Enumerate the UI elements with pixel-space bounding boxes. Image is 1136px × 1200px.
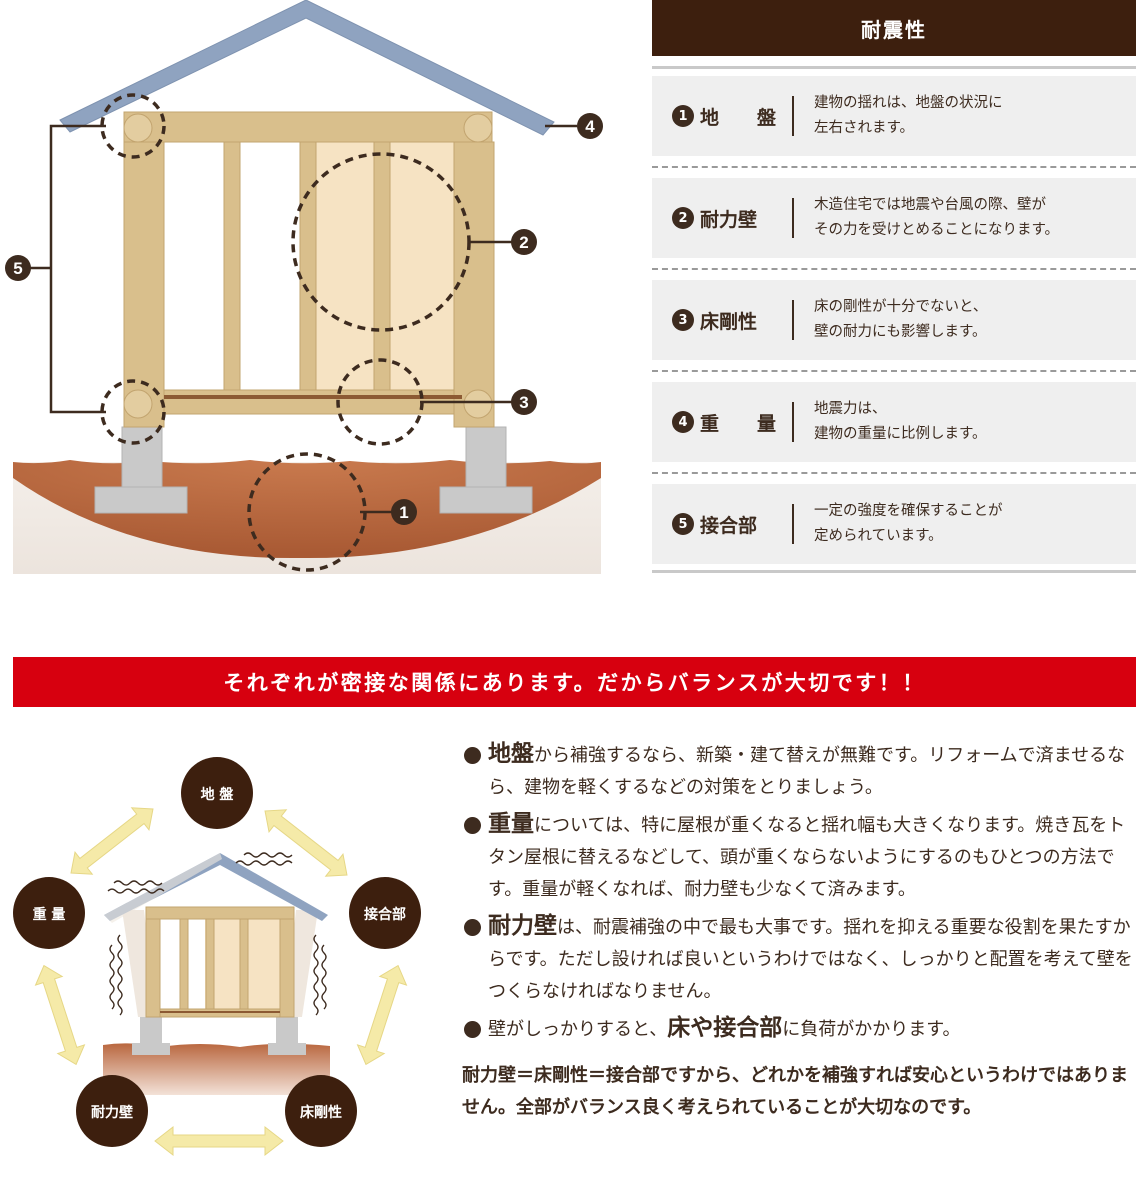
factor-label: 床剛性 (700, 310, 758, 333)
divider (792, 504, 794, 544)
factor-number: 3 (672, 309, 694, 331)
factor-number: 5 (672, 513, 694, 535)
divider (792, 96, 794, 136)
svg-text:5: 5 (13, 259, 22, 278)
factor-row-bearing-wall: 2 耐力壁 木造住宅では地震や台風の際、壁が その力を受けとめることになります。 (652, 178, 1136, 258)
summary-text: 耐力壁＝床剛性＝接合部ですから、どれかを補強すれば安心というわけではありません。… (462, 1065, 1128, 1118)
factor-description: 床の剛性が十分でないと、 壁の耐力にも影響します。 (814, 299, 988, 340)
point-ground: 地盤から補強するなら、新築・建て替えが無難です。リフォームで済ませるなら、建物を… (462, 738, 1136, 804)
divider (792, 402, 794, 442)
balance-cycle-diagram: 地 盤 重 量 接合部 耐力壁 床剛性 (13, 757, 421, 1157)
point-text: は、耐震補強の中で最も大事です。揺れを抑える重要な役割を果たすからです。ただし設… (488, 917, 1133, 1002)
roof (59, 0, 555, 136)
keyword: 地盤 (488, 741, 534, 767)
node-joints: 接合部 (349, 877, 421, 949)
factor-row-joints: 5 接合部 一定の強度を確保することが 定められています。 (652, 484, 1136, 564)
explanation-text: 地盤から補強するなら、新築・建て替えが無難です。リフォームで済ませるなら、建物を… (462, 738, 1136, 1124)
point-text: に負荷がかかります。 (782, 1019, 961, 1040)
divider (792, 198, 794, 238)
svg-text:耐力壁: 耐力壁 (91, 1104, 133, 1121)
factor-row-floor-rigidity: 3 床剛性 床の剛性が十分でないと、 壁の耐力にも影響します。 (652, 280, 1136, 360)
point-text: については、特に屋根が重くなると揺れ幅も大きくなります。焼き瓦をトタン屋根に替え… (488, 815, 1126, 900)
factor-number: 4 (672, 411, 694, 433)
node-ground: 地 盤 (181, 757, 253, 829)
svg-text:2: 2 (519, 233, 528, 252)
svg-text:地 盤: 地 盤 (201, 786, 235, 803)
balance-arrows (34, 807, 408, 1157)
bullet-icon (464, 817, 481, 834)
factor-label: 耐力壁 (700, 208, 758, 231)
node-floor-rigidity: 床剛性 (285, 1075, 357, 1147)
factor-label: 地盤 (700, 106, 776, 129)
point-wall-load: 壁がしっかりすると、床や接合部に負荷がかかります。 (462, 1012, 1136, 1046)
keyword: 床や接合部 (667, 1015, 783, 1041)
svg-text:4: 4 (585, 117, 595, 136)
factor-label: 接合部 (700, 514, 758, 537)
point-text: から補強するなら、新築・建て替えが無難です。リフォームで済ませるなら、建物を軽く… (488, 745, 1126, 798)
bullet-icon (464, 919, 481, 936)
svg-text:接合部: 接合部 (364, 906, 406, 923)
keyword: 耐力壁 (488, 913, 557, 939)
divider (652, 370, 1136, 372)
factor-description: 地震力は、 建物の重量に比例します。 (814, 401, 987, 442)
bullet-icon (464, 1021, 481, 1038)
callout-5: 5 (5, 255, 31, 281)
divider (652, 570, 1136, 573)
divider (652, 472, 1136, 474)
foundation-right (439, 426, 533, 514)
node-weight: 重 量 (13, 877, 85, 949)
svg-text:重 量: 重 量 (33, 906, 66, 923)
callout-1: 1 (391, 499, 417, 525)
svg-text:1: 1 (399, 503, 408, 522)
divider (792, 300, 794, 340)
factor-label: 重量 (700, 412, 776, 435)
svg-text:床剛性: 床剛性 (300, 1104, 342, 1121)
callout-2: 2 (511, 229, 537, 255)
svg-text:3: 3 (519, 393, 528, 412)
house-structure-diagram: 1 2 3 4 5 (5, 0, 603, 574)
factor-number: 2 (672, 207, 694, 229)
bullet-icon (464, 747, 481, 764)
foundation-left (94, 426, 188, 514)
balance-banner: それぞれが密接な関係にあります。だからバランスが大切です！！ (13, 657, 1136, 707)
divider (652, 66, 1136, 69)
keyword: 重量 (488, 811, 534, 837)
factor-number: 1 (672, 105, 694, 127)
factor-description: 木造住宅では地震や台風の際、壁が その力を受けとめることになります。 (814, 197, 1060, 238)
point-weight: 重量については、特に屋根が重くなると揺れ幅も大きくなります。焼き瓦をトタン屋根に… (462, 808, 1136, 906)
node-bearing-wall: 耐力壁 (76, 1075, 148, 1147)
floor-beam (164, 395, 462, 399)
panel-title: 耐震性 (652, 0, 1136, 56)
factor-description: 一定の強度を確保することが 定められています。 (814, 503, 1003, 544)
factor-description: 建物の揺れは、地盤の状況に 左右されます。 (814, 95, 1003, 136)
factor-row-weight: 4 重量 地震力は、 建物の重量に比例します。 (652, 382, 1136, 462)
callout-3: 3 (511, 389, 537, 415)
point-prefix: 壁がしっかりすると、 (488, 1019, 668, 1040)
divider (652, 166, 1136, 168)
callout-4: 4 (577, 113, 603, 139)
timber-frame (123, 111, 495, 428)
ground (13, 460, 601, 574)
seismic-factor-panel: 耐震性 1 地盤 建物の揺れは、地盤の状況に 左右されます。 2 耐力壁 木造住… (652, 0, 1136, 580)
point-bearing-wall: 耐力壁は、耐震補強の中で最も大事です。揺れを抑える重要な役割を果たすからです。た… (462, 910, 1136, 1008)
factor-row-ground: 1 地盤 建物の揺れは、地盤の状況に 左右されます。 (652, 76, 1136, 156)
divider (652, 268, 1136, 270)
small-house-illustration (103, 852, 330, 1095)
